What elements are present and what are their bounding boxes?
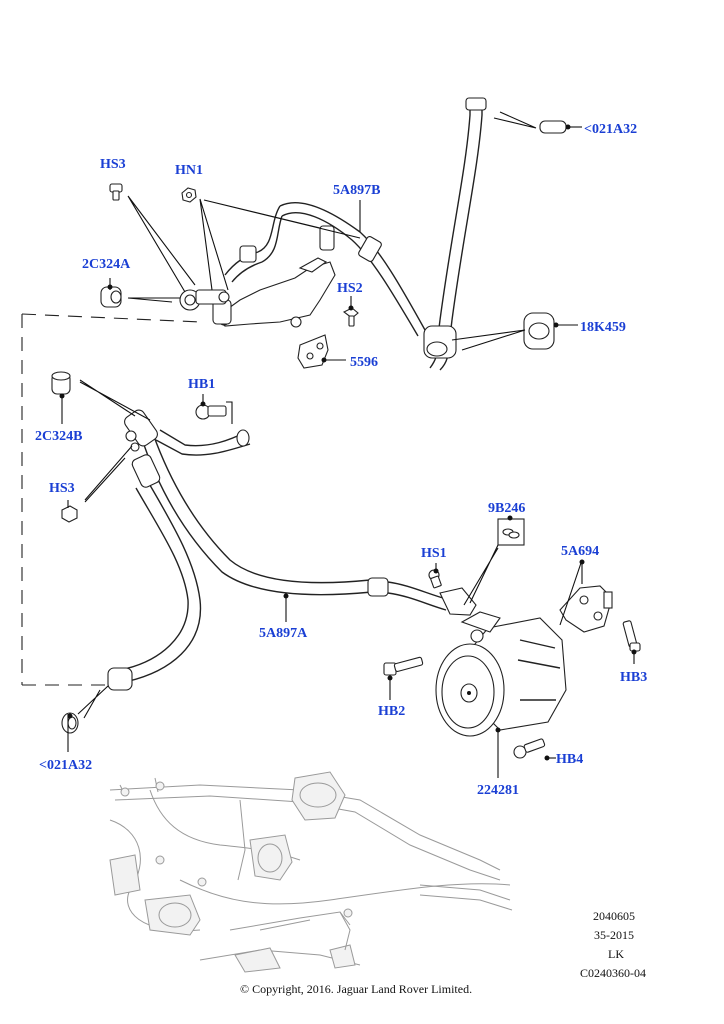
bracket-5a694 bbox=[559, 585, 613, 633]
nut-hn1 bbox=[181, 187, 197, 203]
meta-line-4: C0240360-04 bbox=[580, 966, 646, 980]
meta-line-3: LK bbox=[608, 947, 624, 961]
callout-hs1[interactable]: HS1 bbox=[421, 546, 447, 561]
bolt-hb2 bbox=[383, 656, 424, 676]
bolt-hb1 bbox=[195, 404, 227, 420]
meta-line-1: 2040605 bbox=[593, 909, 635, 923]
seal-021a32-bottom bbox=[61, 712, 79, 734]
callout-5a897a[interactable]: 5A897A bbox=[259, 626, 308, 641]
grommet-2c324b bbox=[51, 371, 71, 395]
callout-18k459[interactable]: 18K459 bbox=[580, 320, 626, 335]
callout-021a32-bottom[interactable]: <021A32 bbox=[39, 758, 92, 773]
callout-5a694[interactable]: 5A694 bbox=[561, 544, 599, 559]
callout-hb2[interactable]: HB2 bbox=[378, 704, 405, 719]
seal-021a32-top bbox=[539, 120, 567, 134]
hose-5a897b bbox=[179, 97, 487, 371]
bolt-hs3-top bbox=[109, 183, 123, 201]
callout-9b246[interactable]: 9B246 bbox=[488, 501, 525, 516]
bolt-hb4 bbox=[513, 738, 546, 759]
bracket-5596 bbox=[297, 334, 329, 369]
callout-hs3-left[interactable]: HS3 bbox=[49, 481, 75, 496]
grommet-2c324a bbox=[100, 286, 122, 308]
hose-5a897a bbox=[107, 409, 477, 691]
vehicle-locator-illustration bbox=[109, 771, 513, 973]
leader-lines bbox=[59, 111, 637, 778]
power-steering-pump-224281 bbox=[435, 611, 567, 737]
callout-hn1[interactable]: HN1 bbox=[175, 163, 203, 178]
callout-hs3-top[interactable]: HS3 bbox=[100, 157, 126, 172]
seal-9b246 bbox=[497, 518, 525, 546]
detail-boundary-dashed bbox=[21, 313, 201, 686]
callout-021a32-top[interactable]: <021A32 bbox=[584, 122, 637, 137]
callout-hb4[interactable]: HB4 bbox=[556, 752, 583, 767]
callout-2c324a[interactable]: 2C324A bbox=[82, 257, 131, 272]
meta-line-2: 35-2015 bbox=[594, 928, 634, 942]
callout-hb3[interactable]: HB3 bbox=[620, 670, 647, 685]
bolt-hs2 bbox=[342, 307, 359, 327]
callout-hb1[interactable]: HB1 bbox=[188, 377, 215, 392]
bolt-hb3 bbox=[622, 620, 641, 652]
callout-5a897b[interactable]: 5A897B bbox=[333, 183, 380, 198]
callout-2c324b[interactable]: 2C324B bbox=[35, 429, 82, 444]
callout-hs2[interactable]: HS2 bbox=[337, 281, 363, 296]
callout-224281[interactable]: 224281 bbox=[477, 783, 519, 798]
copyright-notice: © Copyright, 2016. Jaguar Land Rover Lim… bbox=[240, 982, 472, 996]
callout-5596[interactable]: 5596 bbox=[350, 355, 378, 370]
clamp-18k459 bbox=[523, 312, 555, 350]
bolt-hs3-left bbox=[61, 505, 78, 523]
